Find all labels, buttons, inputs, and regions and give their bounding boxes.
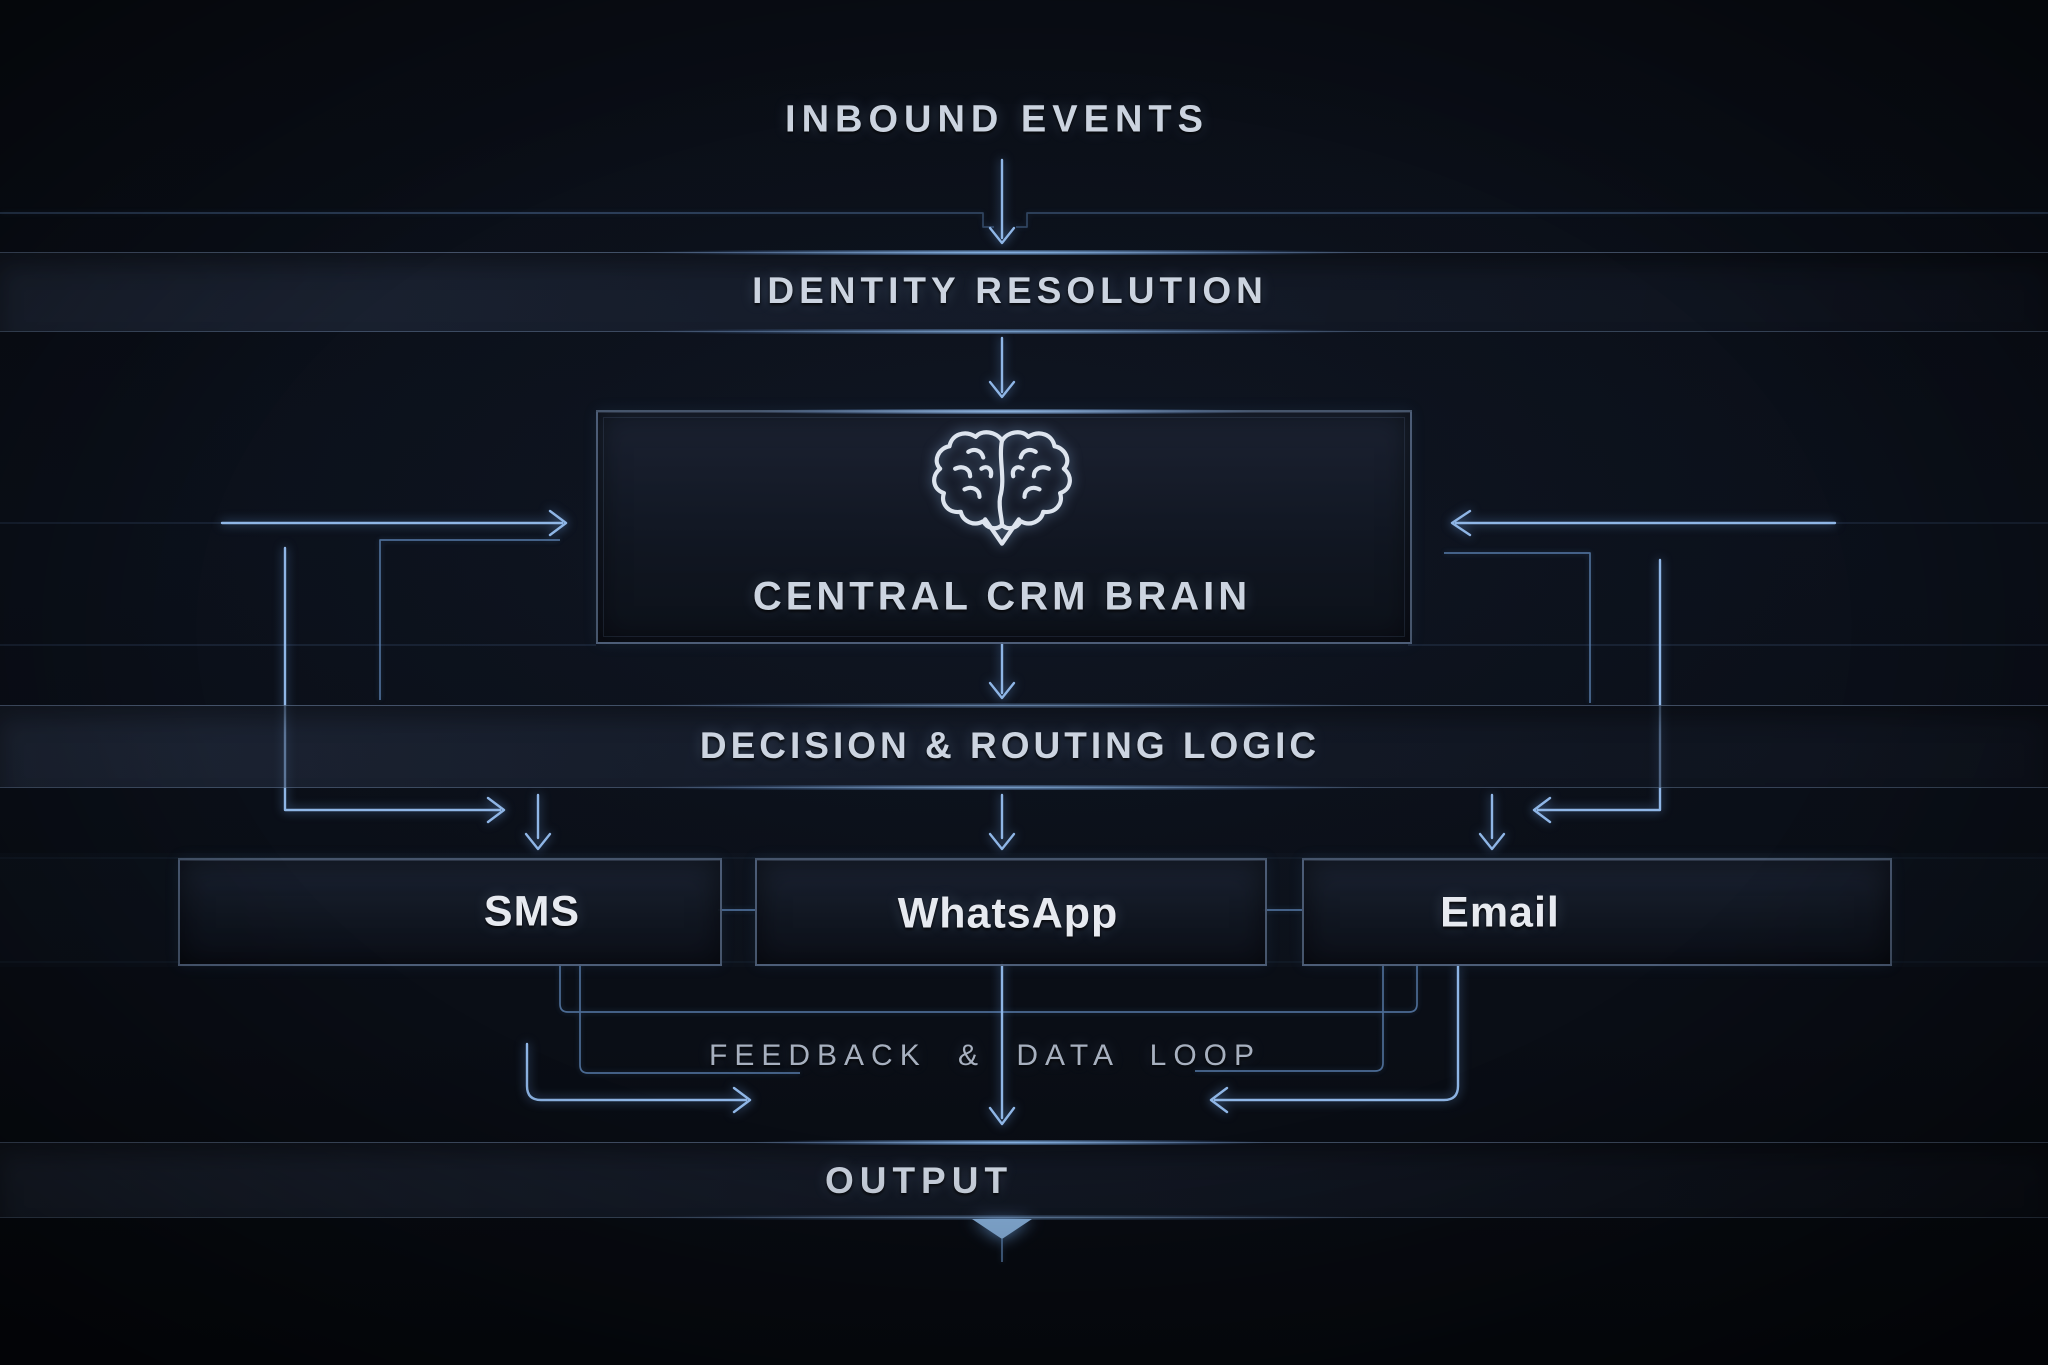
output-bar bbox=[0, 1140, 2048, 1220]
channel-label-whatsapp: WhatsApp bbox=[897, 889, 1119, 938]
bar-glow bbox=[514, 1215, 1495, 1220]
identity-resolution-label: IDENTITY RESOLUTION bbox=[752, 270, 1268, 311]
l-connector-right bbox=[1444, 552, 1591, 703]
central-crm-brain-label: CENTRAL CRM BRAIN bbox=[752, 574, 1252, 619]
output-label: OUTPUT bbox=[824, 1160, 1014, 1201]
channel-box-email bbox=[1302, 858, 1892, 966]
channel-label-email: Email bbox=[1440, 888, 1560, 937]
channel-box-sms bbox=[178, 858, 722, 966]
bar-glow bbox=[660, 1140, 1360, 1145]
arrow-decision-to-sms bbox=[524, 793, 552, 851]
arrow-decision-to-whatsapp bbox=[988, 793, 1016, 851]
feedback-data-loop-label: FEEDBACK & DATA LOOP bbox=[709, 1039, 1261, 1072]
bar-glow bbox=[514, 703, 1495, 708]
channel-label-sms: SMS bbox=[483, 887, 581, 936]
bar-glow bbox=[514, 785, 1495, 790]
notch-line bbox=[0, 212, 2048, 228]
bar-glow bbox=[514, 250, 1495, 255]
bar-glow bbox=[514, 329, 1495, 334]
arrow-feedback-into-brain-left bbox=[220, 509, 568, 537]
arrow-feedback-into-brain-right bbox=[1450, 509, 1837, 537]
u-connector-bottom bbox=[559, 964, 1418, 1013]
inbound-events-title: INBOUND EVENTS bbox=[785, 98, 1209, 141]
decision-routing-label: DECISION & ROUTING LOGIC bbox=[699, 725, 1321, 766]
arrow-brain-to-decision bbox=[988, 641, 1016, 700]
l-connector-left bbox=[379, 539, 560, 700]
arrow-identity-to-brain bbox=[988, 336, 1016, 399]
channel-box-whatsapp bbox=[755, 858, 1267, 966]
arrow-decision-to-email bbox=[1478, 793, 1506, 851]
output-chevron-icon bbox=[972, 1219, 1032, 1239]
brain-icon bbox=[932, 430, 1072, 546]
arrow-inbound-to-identity bbox=[988, 158, 1016, 245]
